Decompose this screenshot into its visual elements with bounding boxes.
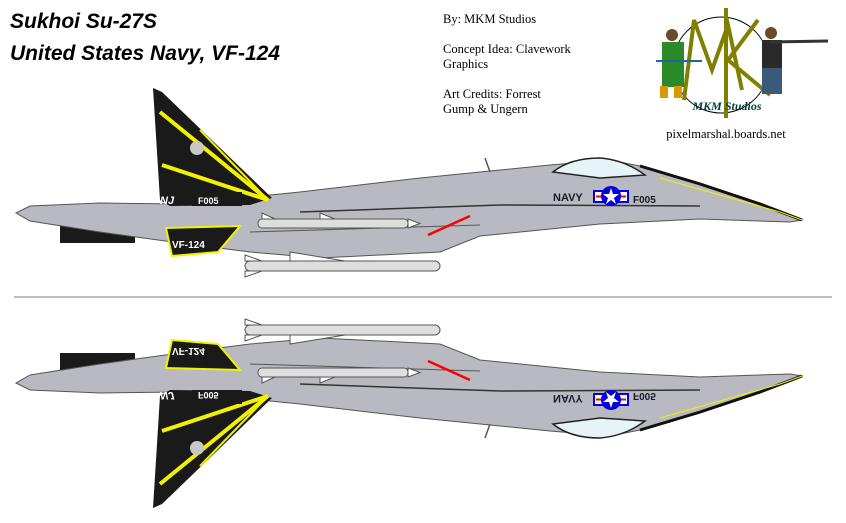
credit-art-2: Gump & Ungern: [443, 102, 528, 116]
tail-modex-marking: F005: [198, 390, 219, 400]
fuselage: [14, 337, 804, 437]
logo-studio-name: MKM Studios: [691, 99, 761, 113]
tail-stripes: [158, 394, 270, 486]
nose-modex-marking: F005: [633, 390, 656, 401]
credit-art-1: Art Credits: Forrest: [443, 87, 541, 101]
squadron-marking: VF-124: [172, 345, 205, 356]
logo-website: pixelmarshal.boards.net: [666, 127, 786, 141]
pylon-missile: [244, 251, 441, 278]
canopy: [551, 417, 648, 439]
credit-concept-1: Concept Idea: Clavework: [443, 42, 571, 56]
wing-missile: [257, 212, 422, 229]
national-insignia: [593, 186, 629, 206]
soldier-figure-right: [762, 27, 829, 94]
intake-red-stripe: [427, 359, 471, 382]
tail-code-marking: NJ: [160, 389, 175, 401]
title-line-1: Sukhoi Su-27S: [10, 10, 158, 33]
squadron-insignia: [190, 141, 204, 155]
national-insignia: [593, 390, 629, 410]
ventral-fin: [164, 224, 243, 258]
ventral-fin: [164, 338, 243, 372]
tail-stripes: [158, 110, 270, 202]
navy-marking: NAVY: [553, 192, 583, 204]
navy-marking: NAVY: [553, 392, 583, 404]
fuselage: [14, 159, 804, 259]
wing-missile: [257, 367, 422, 384]
nose-modex-marking: F005: [633, 195, 656, 206]
intake-red-stripe: [427, 214, 471, 237]
tail-modex-marking: F005: [198, 196, 219, 206]
logo-monogram: [682, 17, 744, 101]
aircraft-side-view: VF-124 NJ F005 NAV: [14, 88, 804, 278]
credit-by: By: MKM Studios: [443, 12, 537, 26]
aircraft-mirrored-view: VF-124 NJ F005 NAV: [14, 318, 804, 508]
tail-code-marking: NJ: [160, 195, 175, 207]
canopy: [551, 157, 648, 179]
mkm-logo: MKM Studios pixelmarshal.boards.net: [656, 8, 829, 141]
credit-concept-2: Graphics: [443, 57, 489, 71]
pylon-missile: [244, 318, 441, 345]
soldier-figure-left: [656, 29, 702, 98]
title-line-2: United States Navy, VF-124: [10, 42, 280, 65]
squadron-marking: VF-124: [172, 240, 205, 251]
squadron-insignia: [190, 441, 204, 455]
